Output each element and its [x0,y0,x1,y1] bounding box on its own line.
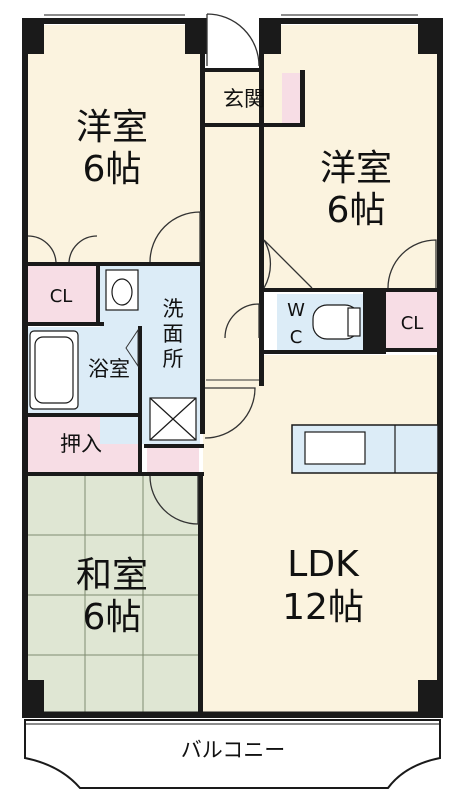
washbasin [105,269,139,311]
oshiire-label: 押入 [60,432,102,456]
western-room-2-name: 洋室 [320,148,392,189]
balcony-label: バルコニー [181,738,286,762]
kitchen-sink [304,431,366,465]
entrance-tile [282,73,303,123]
washroom-label-1: 洗 [163,297,184,321]
balcony-outline [24,719,441,789]
bathtub [29,330,79,410]
ldk-floor [203,355,438,715]
japanese-room-size: 6帖 [83,597,142,638]
wc-label-bottom: C [290,327,303,348]
closet-right-floor [386,290,438,350]
closet-left-label: CL [50,286,73,307]
walls [22,18,443,718]
wc-label-top: W [287,300,305,321]
tatami-grid [27,475,203,715]
closet-right-label: CL [401,313,424,334]
entrance-label: 玄関 [223,87,265,111]
washing-machine-pan [149,397,197,441]
western-room-1-name: 洋室 [76,107,148,148]
washroom-label-2: 面 [163,322,184,346]
closet-left-floor [27,266,97,322]
japanese-room-name: 和室 [76,555,148,596]
washroom-label-3: 所 [163,347,184,371]
bath-door [125,328,139,368]
toilet-fixture [312,304,361,340]
ldk-size: 12帖 [282,587,364,628]
oshiire-small-floor [147,448,199,472]
ldk-name: LDK [287,544,360,585]
door-swings [27,13,437,525]
western-room-2-floor [263,25,438,290]
western-room-1-size: 6帖 [83,149,142,190]
bathroom-label: 浴室 [88,357,130,381]
windows [44,14,418,713]
western-room-1-floor [27,25,203,262]
western-room-2-size: 6帖 [327,190,386,231]
